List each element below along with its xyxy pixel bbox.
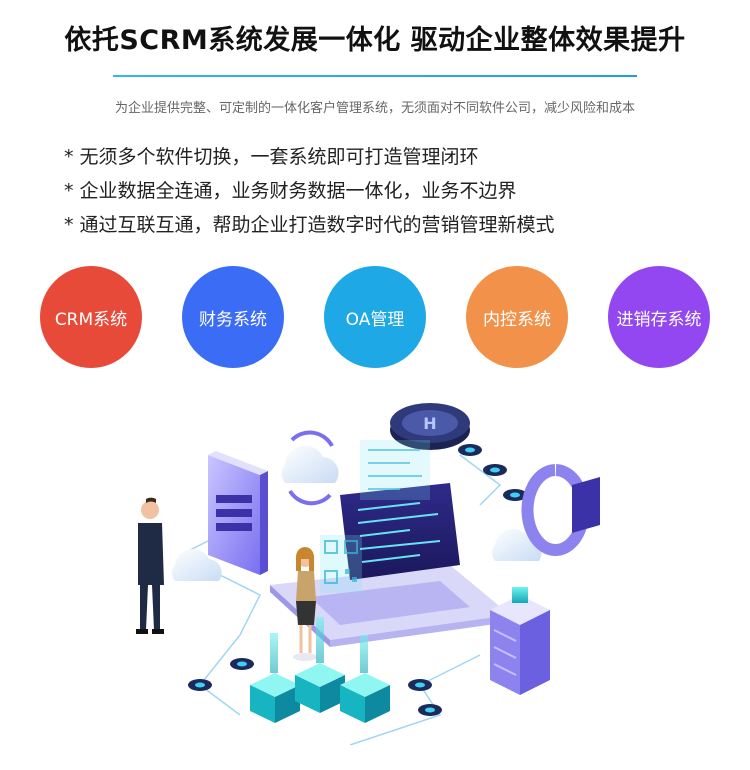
system-circle-inventory: 进销存系统	[608, 266, 710, 368]
system-label: 内控系统	[483, 309, 551, 330]
system-label: CRM系统	[54, 309, 128, 330]
svg-text:H: H	[423, 414, 436, 433]
title-underline	[113, 75, 637, 77]
qr-code-icon	[320, 535, 362, 593]
feature-item: * 通过互联互通，帮助企业打造数字时代的营销管理新模式	[64, 214, 555, 236]
system-circles: CRM系统 财务系统 OA管理 内控系统 进销存系统	[0, 266, 750, 368]
system-label: 进销存系统	[616, 309, 702, 330]
cloud-icon	[171, 549, 222, 581]
system-circle-oa: OA管理	[324, 266, 426, 368]
system-label: OA管理	[345, 309, 405, 330]
isometric-illustration: H	[136, 403, 600, 745]
wearable-icon	[521, 464, 600, 556]
cloud-icon	[491, 529, 542, 561]
system-circle-crm: CRM系统	[40, 266, 142, 368]
cloud-sync-icon	[281, 430, 339, 506]
hologram-panel	[360, 440, 430, 500]
woman-icon	[293, 547, 317, 661]
system-label: 财务系统	[199, 309, 267, 330]
server-icon	[490, 587, 550, 695]
man-icon	[136, 497, 164, 634]
feature-item: * 无须多个软件切换，一套系统即可打造管理闭环	[64, 146, 479, 168]
data-cubes	[250, 617, 390, 723]
network-nodes	[188, 444, 527, 716]
laptop-icon	[270, 483, 510, 647]
system-circle-internal-control: 内控系统	[466, 266, 568, 368]
feature-item: * 企业数据全连通，业务财务数据一体化，业务不边界	[64, 180, 517, 202]
system-circle-finance: 财务系统	[182, 266, 284, 368]
phone-icon	[208, 451, 268, 575]
page-subtitle: 为企业提供完整、可定制的一体化客户管理系统，无须面对不同软件公司，减少风险和成本	[114, 101, 635, 116]
page-title: 依托SCRM系统发展一体化 驱动企业整体效果提升	[64, 25, 686, 56]
coin-icon: H	[390, 403, 470, 450]
feature-list: * 无须多个软件切换，一套系统即可打造管理闭环 * 企业数据全连通，业务财务数据…	[64, 142, 555, 244]
